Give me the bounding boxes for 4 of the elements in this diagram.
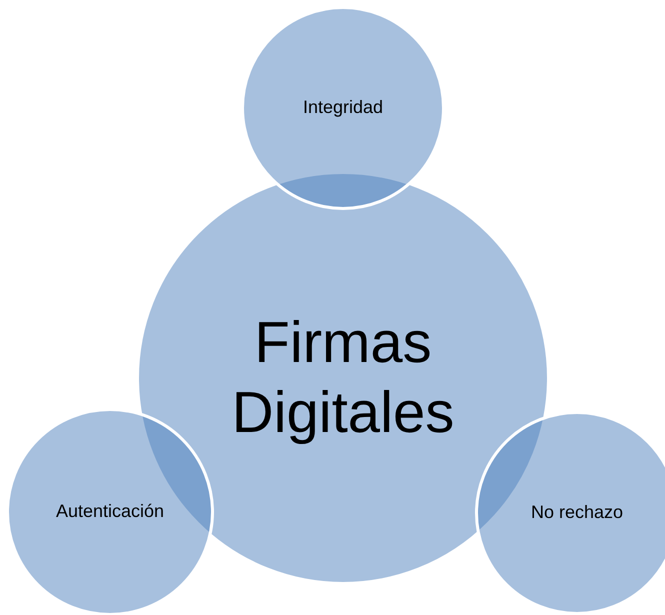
circle-label: Integridad [302,97,384,119]
central-title: Firmas Digitales [230,309,456,447]
circle-label: No rechazo [530,502,624,524]
circle-label: Autenticación [56,501,164,523]
